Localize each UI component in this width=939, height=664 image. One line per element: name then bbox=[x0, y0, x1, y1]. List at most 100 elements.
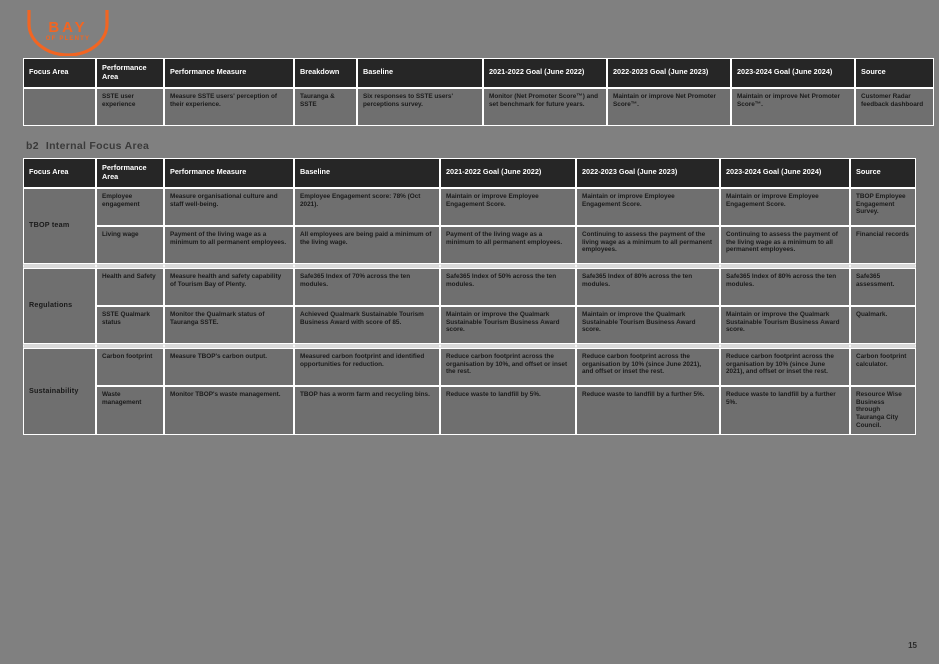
column-header-focus-area: Focus Area bbox=[23, 158, 96, 188]
table-group-separator bbox=[23, 343, 916, 348]
cell-goal-2023: Maintain or improve Employee Engagement … bbox=[576, 187, 720, 226]
cell-source: Carbon footprint calculator. bbox=[850, 347, 916, 386]
cell-goal-2022: Maintain or improve the Qualmark Sustain… bbox=[440, 305, 576, 344]
cell-baseline: TBOP has a worm farm and recycling bins. bbox=[294, 385, 440, 435]
column-header-performance-measure: Performance Measure bbox=[164, 58, 294, 88]
logo-main-text: BAY bbox=[48, 19, 88, 36]
cell-performance-measure: Measure TBOP's carbon output. bbox=[164, 347, 294, 386]
cell-goal-2022: Reduce waste to landfill by 5%. bbox=[440, 385, 576, 435]
cell-goal-2023: Reduce waste to landfill by a further 5%… bbox=[576, 385, 720, 435]
external-focus-area-table: Focus Area Performance Area Performance … bbox=[23, 58, 934, 126]
page-number: 15 bbox=[908, 641, 917, 650]
cell-source: Customer Radar feedback dashboard bbox=[855, 87, 934, 126]
column-header-goal-2022: 2021-2022 Goal (June 2022) bbox=[440, 158, 576, 188]
cell-source: Financial records bbox=[850, 225, 916, 264]
cell-goal-2024: Continuing to assess the payment of the … bbox=[720, 225, 850, 264]
cell-source: TBOP Employee Engagement Survey. bbox=[850, 187, 916, 226]
separator-cell bbox=[96, 343, 164, 348]
separator-cell bbox=[720, 343, 850, 348]
separator-cell bbox=[440, 263, 576, 268]
cell-focus-area: Sustainability bbox=[23, 347, 96, 435]
cell-goal-2022: Reduce carbon footprint across the organ… bbox=[440, 347, 576, 386]
cell-goal-2023: Maintain or improve the Qualmark Sustain… bbox=[576, 305, 720, 344]
cell-baseline: Achieved Qualmark Sustainable Tourism Bu… bbox=[294, 305, 440, 344]
cell-baseline: Safe365 Index of 70% across the ten modu… bbox=[294, 267, 440, 306]
cell-performance-measure: Payment of the living wage as a minimum … bbox=[164, 225, 294, 264]
cell-goal-2022: Monitor (Net Promoter Score™) and set be… bbox=[483, 87, 607, 126]
column-header-source: Source bbox=[855, 58, 934, 88]
cell-goal-2022: Maintain or improve Employee Engagement … bbox=[440, 187, 576, 226]
bay-of-plenty-logo: BAY OF PLENTY bbox=[22, 6, 114, 56]
cell-performance-area: SSTE Qualmark status bbox=[96, 305, 164, 344]
separator-cell bbox=[294, 343, 440, 348]
column-header-goal-2024: 2023-2024 Goal (June 2024) bbox=[731, 58, 855, 88]
cell-source: Safe365 assessment. bbox=[850, 267, 916, 306]
separator-cell bbox=[23, 343, 96, 348]
cell-goal-2024: Reduce carbon footprint across the organ… bbox=[720, 347, 850, 386]
cell-focus-area: Regulations bbox=[23, 267, 96, 344]
column-header-breakdown: Breakdown bbox=[294, 58, 357, 88]
column-header-performance-measure: Performance Measure bbox=[164, 158, 294, 188]
column-header-baseline: Baseline bbox=[294, 158, 440, 188]
cell-goal-2024: Reduce waste to landfill by a further 5%… bbox=[720, 385, 850, 435]
separator-cell bbox=[23, 263, 96, 268]
separator-cell bbox=[164, 343, 294, 348]
cell-performance-area: Carbon footprint bbox=[96, 347, 164, 386]
cell-breakdown: Tauranga & SSTE bbox=[294, 87, 357, 126]
cell-source: Qualmark. bbox=[850, 305, 916, 344]
column-header-source: Source bbox=[850, 158, 916, 188]
cell-goal-2024: Maintain or improve Net Promoter Score™. bbox=[731, 87, 855, 126]
cell-goal-2024: Maintain or improve the Qualmark Sustain… bbox=[720, 305, 850, 344]
cell-goal-2022: Safe365 Index of 50% across the ten modu… bbox=[440, 267, 576, 306]
cell-goal-2022: Payment of the living wage as a minimum … bbox=[440, 225, 576, 264]
cell-performance-area: SSTE user experience bbox=[96, 87, 164, 126]
column-header-performance-area: Performance Area bbox=[96, 158, 164, 188]
separator-cell bbox=[850, 263, 916, 268]
cell-baseline: Six responses to SSTE users' perceptions… bbox=[357, 87, 483, 126]
cell-goal-2024: Safe365 Index of 80% across the ten modu… bbox=[720, 267, 850, 306]
separator-cell bbox=[440, 343, 576, 348]
cell-performance-measure: Measure SSTE users' perception of their … bbox=[164, 87, 294, 126]
column-header-focus-area: Focus Area bbox=[23, 58, 96, 88]
heading-label: Internal Focus Area bbox=[45, 140, 150, 152]
separator-cell bbox=[164, 263, 294, 268]
logo-sub-text: OF PLENTY bbox=[45, 36, 91, 42]
table-header-row: Focus Area Performance Area Performance … bbox=[23, 58, 934, 88]
table-group-separator bbox=[23, 263, 916, 268]
separator-cell bbox=[576, 263, 720, 268]
cell-baseline: All employees are being paid a minimum o… bbox=[294, 225, 440, 264]
cell-focus-area bbox=[23, 87, 96, 126]
cell-goal-2023: Safe365 Index of 80% across the ten modu… bbox=[576, 267, 720, 306]
column-header-performance-area: Performance Area bbox=[96, 58, 164, 88]
table-header-row: Focus Area Performance Area Performance … bbox=[23, 158, 916, 188]
separator-cell bbox=[850, 343, 916, 348]
cell-performance-measure: Monitor the Qualmark status of Tauranga … bbox=[164, 305, 294, 344]
cell-baseline: Measured carbon footprint and identified… bbox=[294, 347, 440, 386]
cell-goal-2023: Reduce carbon footprint across the organ… bbox=[576, 347, 720, 386]
cell-source: Resource Wise Business through Tauranga … bbox=[850, 385, 916, 435]
column-header-goal-2024: 2023-2024 Goal (June 2024) bbox=[720, 158, 850, 188]
cell-baseline: Employee Engagement score: 78% (Oct 2021… bbox=[294, 187, 440, 226]
separator-cell bbox=[576, 343, 720, 348]
cell-performance-measure: Measure organisational culture and staff… bbox=[164, 187, 294, 226]
column-header-goal-2023: 2022-2023 Goal (June 2023) bbox=[576, 158, 720, 188]
column-header-goal-2022: 2021-2022 Goal (June 2022) bbox=[483, 58, 607, 88]
separator-cell bbox=[96, 263, 164, 268]
cell-focus-area: TBOP team bbox=[23, 187, 96, 264]
cell-performance-measure: Measure health and safety capability of … bbox=[164, 267, 294, 306]
internal-focus-area-table: Focus Area Performance Area Performance … bbox=[23, 158, 916, 435]
cell-performance-area: Employee engagement bbox=[96, 187, 164, 226]
column-header-goal-2023: 2022-2023 Goal (June 2023) bbox=[607, 58, 731, 88]
cell-performance-area: Waste management bbox=[96, 385, 164, 435]
cell-goal-2023: Continuing to assess the payment of the … bbox=[576, 225, 720, 264]
cell-performance-area: Health and Safety bbox=[96, 267, 164, 306]
cell-goal-2024: Maintain or improve Employee Engagement … bbox=[720, 187, 850, 226]
table-row: SSTE user experience Measure SSTE users'… bbox=[23, 87, 934, 126]
